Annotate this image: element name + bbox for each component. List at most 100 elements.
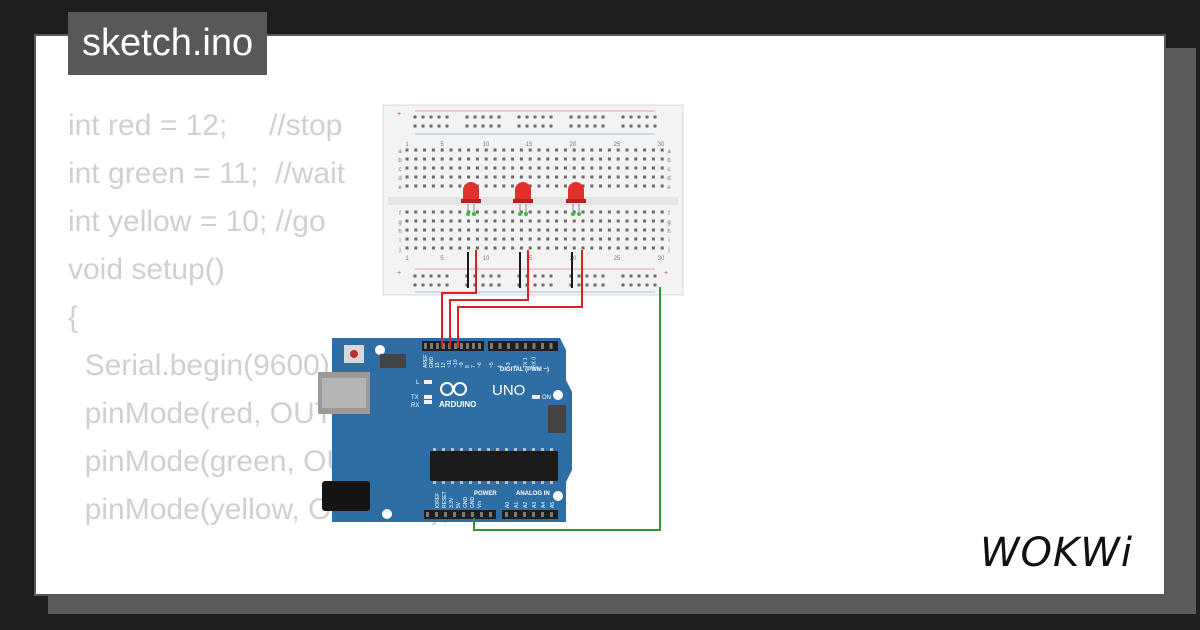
breadboard-hole[interactable] (484, 237, 488, 241)
rail-hole[interactable] (473, 124, 477, 128)
breadboard-hole[interactable] (643, 175, 647, 179)
breadboard-hole[interactable] (625, 246, 629, 250)
header-pin[interactable] (478, 343, 481, 349)
breadboard-hole[interactable] (616, 210, 620, 214)
rail-hole[interactable] (653, 115, 657, 119)
rail-hole[interactable] (585, 124, 589, 128)
rail-hole[interactable] (637, 283, 641, 287)
breadboard-hole[interactable] (493, 210, 497, 214)
breadboard-hole[interactable] (590, 219, 594, 223)
breadboard-hole[interactable] (511, 157, 515, 161)
breadboard-hole[interactable] (431, 157, 435, 161)
led-3[interactable] (566, 182, 586, 216)
breadboard-hole[interactable] (546, 228, 550, 232)
breadboard-hole[interactable] (546, 157, 550, 161)
breadboard-hole[interactable] (660, 246, 664, 250)
breadboard-hole[interactable] (590, 148, 594, 152)
rail-hole[interactable] (549, 115, 553, 119)
rail-hole[interactable] (577, 124, 581, 128)
breadboard-hole[interactable] (423, 246, 427, 250)
breadboard-hole[interactable] (519, 175, 523, 179)
rail-hole[interactable] (653, 283, 657, 287)
rail-hole[interactable] (637, 115, 641, 119)
breadboard-hole[interactable] (563, 219, 567, 223)
rail-hole[interactable] (637, 124, 641, 128)
rail-hole[interactable] (525, 124, 529, 128)
breadboard-hole[interactable] (511, 210, 515, 214)
breadboard-hole[interactable] (519, 228, 523, 232)
breadboard-hole[interactable] (528, 237, 532, 241)
breadboard-hole[interactable] (414, 175, 418, 179)
breadboard-hole[interactable] (493, 228, 497, 232)
breadboard-hole[interactable] (467, 210, 471, 214)
breadboard-hole[interactable] (643, 210, 647, 214)
breadboard-hole[interactable] (651, 148, 655, 152)
breadboard-hole[interactable] (599, 228, 603, 232)
rail-hole[interactable] (473, 115, 477, 119)
breadboard-hole[interactable] (431, 246, 435, 250)
header-pin[interactable] (426, 512, 429, 517)
breadboard-hole[interactable] (555, 219, 559, 223)
breadboard-hole[interactable] (555, 166, 559, 170)
header-pin[interactable] (489, 512, 492, 517)
breadboard-hole[interactable] (423, 148, 427, 152)
breadboard-hole[interactable] (475, 210, 479, 214)
breadboard-hole[interactable] (467, 166, 471, 170)
header-pin[interactable] (507, 343, 510, 349)
breadboard-hole[interactable] (440, 219, 444, 223)
header-pin[interactable] (550, 512, 553, 517)
breadboard-hole[interactable] (449, 184, 453, 188)
breadboard-hole[interactable] (449, 219, 453, 223)
breadboard-hole[interactable] (616, 175, 620, 179)
breadboard-hole[interactable] (519, 148, 523, 152)
breadboard-hole[interactable] (634, 219, 638, 223)
breadboard-hole[interactable] (537, 228, 541, 232)
breadboard-hole[interactable] (431, 184, 435, 188)
rail-hole[interactable] (533, 115, 537, 119)
header-pin[interactable] (498, 343, 502, 349)
breadboard-hole[interactable] (660, 184, 664, 188)
breadboard-hole[interactable] (643, 228, 647, 232)
breadboard-hole[interactable] (643, 246, 647, 250)
breadboard-hole[interactable] (511, 228, 515, 232)
breadboard-hole[interactable] (519, 246, 523, 250)
breadboard-hole[interactable] (493, 175, 497, 179)
breadboard-hole[interactable] (440, 246, 444, 250)
breadboard-hole[interactable] (643, 219, 647, 223)
breadboard-hole[interactable] (555, 237, 559, 241)
breadboard-hole[interactable] (502, 157, 506, 161)
breadboard-hole[interactable] (643, 148, 647, 152)
breadboard-hole[interactable] (423, 184, 427, 188)
breadboard-hole[interactable] (493, 157, 497, 161)
breadboard-hole[interactable] (537, 157, 541, 161)
rail-hole[interactable] (429, 274, 433, 278)
breadboard-hole[interactable] (581, 166, 585, 170)
breadboard-hole[interactable] (423, 166, 427, 170)
breadboard-hole[interactable] (414, 166, 418, 170)
breadboard-hole[interactable] (599, 148, 603, 152)
rail-hole[interactable] (585, 283, 589, 287)
breadboard-hole[interactable] (493, 237, 497, 241)
rail-hole[interactable] (585, 115, 589, 119)
breadboard-hole[interactable] (590, 228, 594, 232)
breadboard-hole[interactable] (414, 219, 418, 223)
breadboard-hole[interactable] (440, 157, 444, 161)
breadboard-hole[interactable] (625, 237, 629, 241)
rail-hole[interactable] (593, 124, 597, 128)
rail-hole[interactable] (621, 283, 625, 287)
header-pin[interactable] (532, 343, 536, 349)
breadboard-hole[interactable] (581, 184, 585, 188)
breadboard-hole[interactable] (502, 246, 506, 250)
breadboard-hole[interactable] (660, 175, 664, 179)
breadboard-hole[interactable] (625, 219, 629, 223)
led-1[interactable] (461, 182, 481, 216)
breadboard-hole[interactable] (484, 228, 488, 232)
rail-hole[interactable] (653, 124, 657, 128)
breadboard-hole[interactable] (414, 246, 418, 250)
breadboard-hole[interactable] (555, 157, 559, 161)
breadboard-hole[interactable] (484, 219, 488, 223)
breadboard-hole[interactable] (651, 246, 655, 250)
breadboard-hole[interactable] (563, 237, 567, 241)
rail-hole[interactable] (437, 283, 441, 287)
breadboard-hole[interactable] (423, 175, 427, 179)
